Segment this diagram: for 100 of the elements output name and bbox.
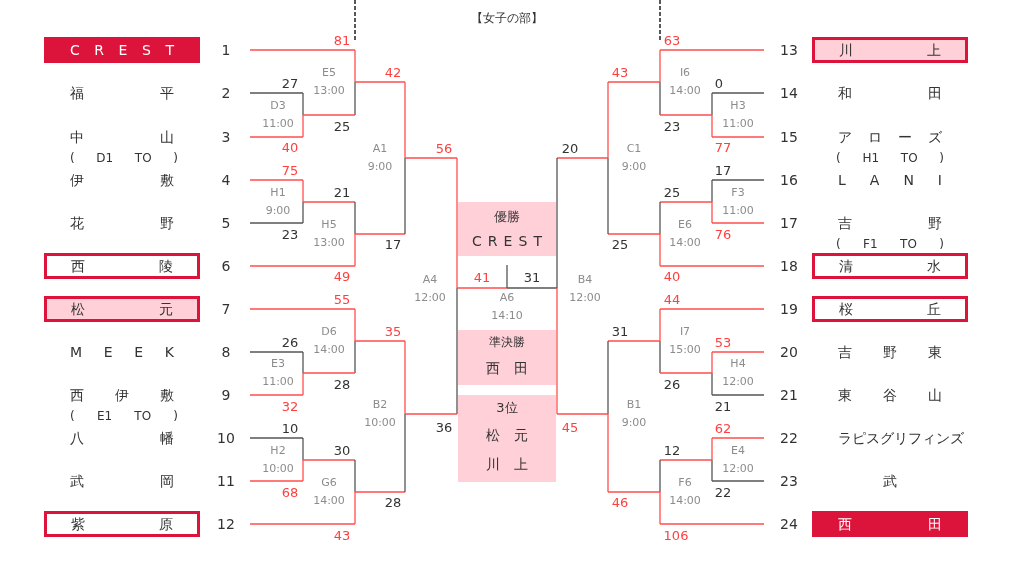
score: 77 (714, 139, 732, 155)
team-box: 桜 丘 (812, 296, 968, 322)
result-box (458, 202, 556, 256)
team-name: 吉 野 東 (812, 339, 968, 365)
score: 44 (663, 291, 681, 307)
score: 40 (281, 139, 299, 155)
match-code: F3 11:00 (721, 185, 755, 219)
match-code: H5 13:00 (312, 217, 346, 251)
score: 43 (333, 527, 351, 543)
seed-number: 7 (221, 301, 231, 317)
match-code: E4 12:00 (721, 443, 755, 477)
team-name: ア ロ ー ズ (812, 124, 968, 150)
match-code: D6 14:00 (312, 324, 346, 358)
seed-number: 4 (221, 172, 231, 188)
score: 21 (714, 398, 732, 414)
match-code: B2 10:00 (363, 397, 397, 431)
score: 41 (473, 269, 491, 285)
team-name: 松 元 (486, 426, 528, 444)
seed-number: 21 (780, 387, 798, 403)
score: 62 (714, 420, 732, 436)
team-name: 武 岡 (44, 468, 200, 494)
score: 25 (611, 236, 629, 252)
score: 43 (611, 64, 629, 80)
team-name: 福 平 (44, 80, 200, 106)
score: 12 (663, 442, 681, 458)
score: 36 (435, 419, 453, 435)
score: 25 (333, 118, 351, 134)
seed-number: 13 (780, 42, 798, 58)
team-name: 武 (812, 468, 968, 494)
team-name: 川 上 (486, 455, 528, 473)
score: 23 (281, 226, 299, 242)
score: 35 (384, 323, 402, 339)
team-box: 西 陵 (44, 253, 200, 279)
seed-number: 20 (780, 344, 798, 360)
team-name: 花 野 (44, 210, 200, 236)
team-box: 西 田 (812, 511, 968, 537)
match-code: I6 14:00 (668, 65, 702, 99)
team-box: 清 水 (812, 253, 968, 279)
team-name: 八 幡 (44, 425, 200, 451)
team-name: C R E S T (472, 232, 542, 250)
match-code: H3 11:00 (721, 98, 755, 132)
score: 106 (663, 527, 689, 543)
score: 31 (523, 269, 541, 285)
seed-number: 16 (780, 172, 798, 188)
seed-number: 8 (221, 344, 231, 360)
score: 21 (333, 184, 351, 200)
score: 26 (281, 334, 299, 350)
score: 17 (384, 236, 402, 252)
note: ( F1 TO ) (836, 236, 944, 252)
score: 27 (281, 75, 299, 91)
team-name: 西 田 (486, 359, 528, 377)
team-box: 紫 原 (44, 511, 200, 537)
seed-number: 3 (221, 129, 231, 145)
score: 42 (384, 64, 402, 80)
match-code: C1 9:00 (620, 141, 648, 175)
match-code: E6 14:00 (668, 217, 702, 251)
team-box: 松 元 (44, 296, 200, 322)
match-code: A1 9:00 (366, 141, 394, 175)
team-name: 和 田 (812, 80, 968, 106)
box-heading: 準決勝 (488, 334, 526, 351)
score: 81 (333, 32, 351, 48)
seed-number: 23 (780, 473, 798, 489)
score: 55 (333, 291, 351, 307)
score: 28 (384, 494, 402, 510)
box-heading: 3位 (495, 399, 519, 417)
score: 46 (611, 494, 629, 510)
match-code: E3 11:00 (261, 356, 295, 390)
team-name: 吉 野 (812, 210, 968, 236)
seed-number: 6 (221, 258, 231, 274)
match-code: H2 10:00 (261, 443, 295, 477)
result-box (458, 330, 556, 385)
score: 20 (561, 140, 579, 156)
score: 32 (281, 398, 299, 414)
score: 17 (714, 162, 732, 178)
team-name: 伊 敷 (44, 167, 200, 193)
match-code: B1 9:00 (620, 397, 648, 431)
score: 56 (435, 140, 453, 156)
note: ( E1 TO ) (70, 408, 178, 424)
match-code: E5 13:00 (312, 65, 346, 99)
team-name: M E E K (44, 339, 200, 365)
match-code: D3 11:00 (261, 98, 295, 132)
team-name: 中 山 (44, 124, 200, 150)
score: 0 (714, 75, 724, 91)
score: 45 (561, 419, 579, 435)
score: 63 (663, 32, 681, 48)
team-name: 西 伊 敷 (44, 382, 200, 408)
score: 26 (663, 376, 681, 392)
team-name: ラピスグリフィンズ (812, 425, 968, 451)
seed-number: 12 (217, 516, 235, 532)
score: 22 (714, 484, 732, 500)
seed-number: 14 (780, 85, 798, 101)
match-code: A6 14:10 (490, 290, 524, 324)
note: ( D1 TO ) (70, 150, 178, 166)
seed-number: 9 (221, 387, 231, 403)
seed-number: 1 (221, 42, 231, 58)
team-name: 東 谷 山 (812, 382, 968, 408)
team-box: C R E S T (44, 37, 200, 63)
seed-number: 15 (780, 129, 798, 145)
match-code: H1 9:00 (264, 185, 292, 219)
score: 49 (333, 268, 351, 284)
